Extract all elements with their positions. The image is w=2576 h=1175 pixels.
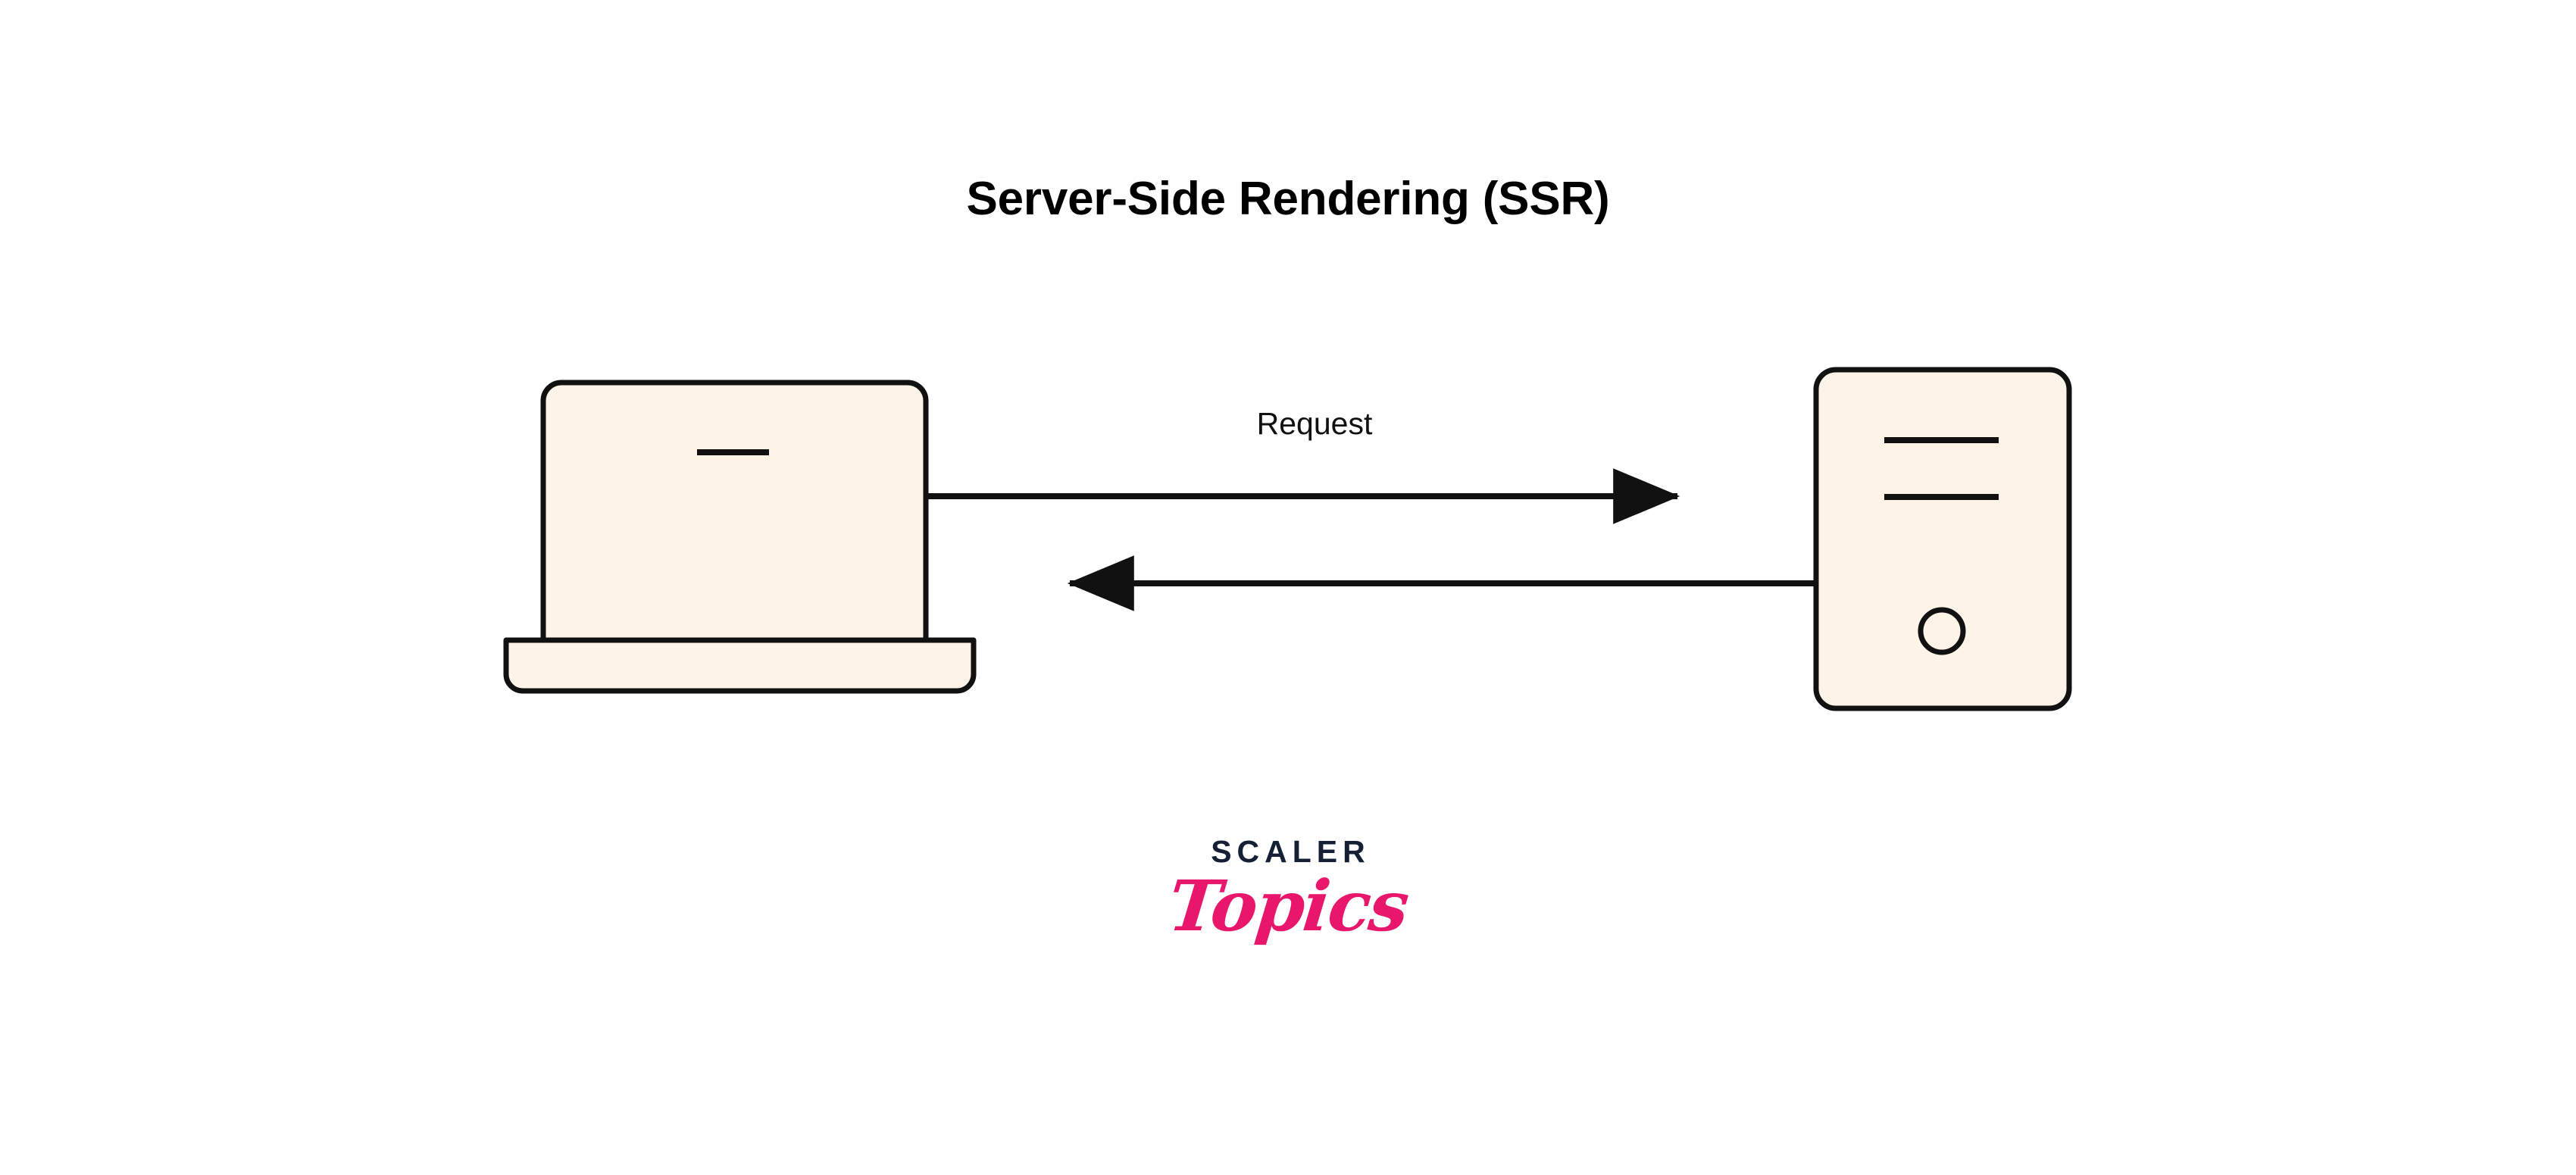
server-node — [1813, 367, 2072, 711]
scaler-topics-logo: SCALER Topics — [1099, 834, 1477, 948]
server-power-led-icon — [1918, 607, 1966, 655]
server-body — [1813, 367, 2072, 711]
logo-wordmark-scaler: SCALER — [1211, 834, 1371, 869]
laptop-base — [503, 637, 977, 694]
logo-wordmark-topics: Topics — [1165, 865, 1411, 947]
laptop-screen — [540, 380, 929, 643]
page-title: Server-Side Rendering (SSR) — [966, 173, 1610, 225]
request-arrow-label: Request — [1256, 406, 1373, 441]
client-laptop-node — [503, 380, 977, 694]
